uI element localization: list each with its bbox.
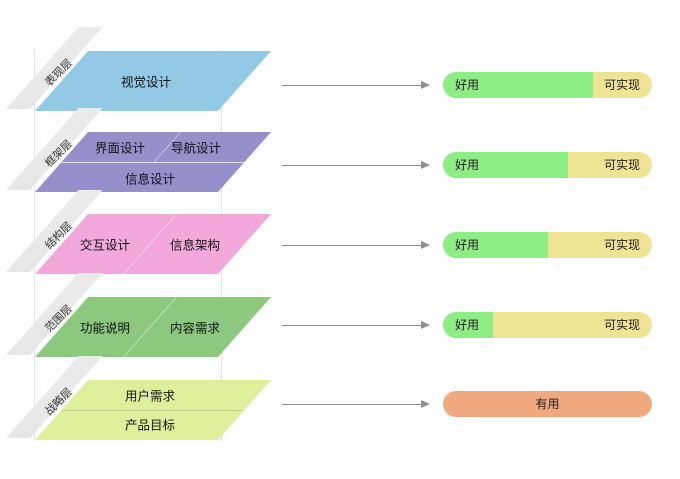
slab-label: 信息架构 [169, 238, 221, 253]
bar-segment-usable: 好用 [443, 312, 494, 338]
arrow-head-icon [421, 81, 430, 89]
bar-segment-usable: 好用 [443, 72, 594, 98]
pill-bar: 好用 可实现 [443, 312, 652, 338]
pill-bar: 好用 可实现 [443, 152, 652, 178]
arrow-head-icon [421, 321, 430, 329]
bar-segment-usable: 好用 [443, 152, 569, 178]
slab-label: 导航设计 [170, 141, 222, 156]
pill-bar: 好用 可实现 [443, 72, 652, 98]
slab-divider-horizontal [60, 162, 245, 163]
bar-segment-feasible: 可实现 [547, 232, 652, 258]
slab-divider-diagonal [122, 214, 177, 274]
bar-segment-feasible: 可实现 [493, 312, 652, 338]
bar-segment-feasible: 可实现 [593, 72, 652, 98]
arrow-line [282, 244, 422, 246]
pill-bar: 有用 [443, 391, 652, 417]
bar-segment-feasible: 可实现 [568, 152, 652, 178]
slab-label: 信息设计 [124, 172, 176, 187]
slab-label: 视觉设计 [120, 75, 172, 90]
slab-divider-diagonal [122, 297, 177, 357]
slab-label: 交互设计 [79, 238, 131, 253]
arrow-line [282, 324, 422, 326]
bar-segment-usable: 好用 [443, 232, 548, 258]
pill-bar: 好用 可实现 [443, 232, 652, 258]
arrow-line [282, 164, 422, 166]
arrow-head-icon [421, 400, 430, 408]
slab-divider-horizontal [60, 410, 245, 411]
bar-segment-useful: 有用 [443, 391, 652, 417]
arrow-head-icon [421, 161, 430, 169]
slab-label: 功能说明 [79, 321, 131, 336]
slab-label: 用户需求 [124, 389, 176, 404]
slab-label: 内容需求 [169, 321, 221, 336]
arrow-head-icon [421, 241, 430, 249]
slab-label: 界面设计 [94, 141, 146, 156]
arrow-line [282, 84, 422, 86]
arrow-line [282, 403, 422, 405]
slab-label: 产品目标 [124, 418, 176, 433]
